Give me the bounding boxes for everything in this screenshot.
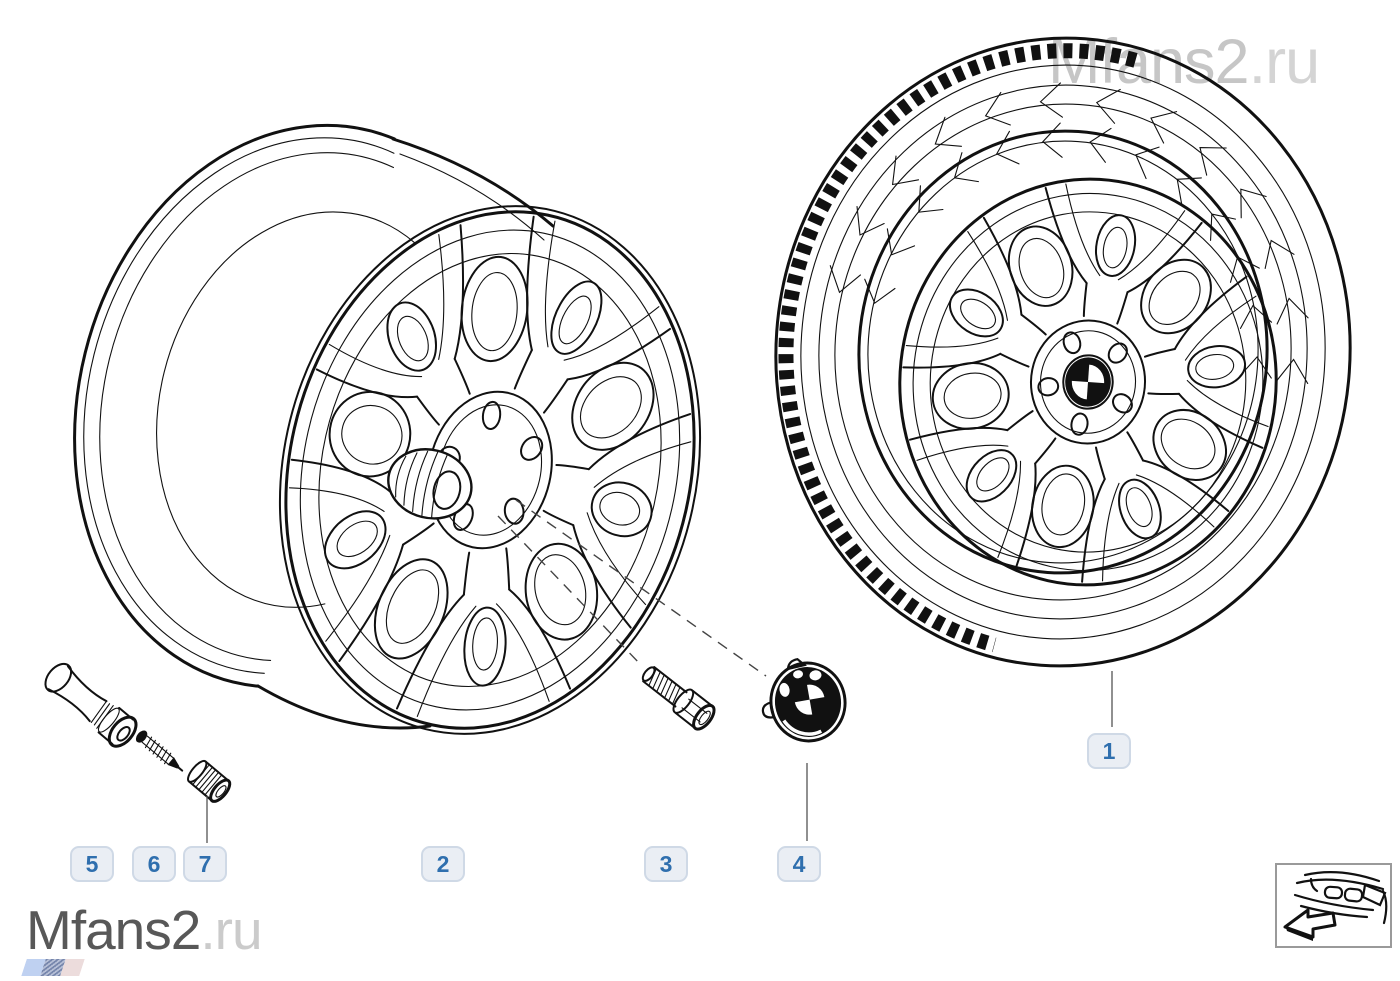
valve-core-drawing bbox=[135, 730, 187, 776]
callout-3[interactable]: 3 bbox=[644, 846, 688, 882]
callout-7[interactable]: 7 bbox=[183, 846, 227, 882]
direction-arrow-icon bbox=[1283, 908, 1337, 939]
watermark-suffix: .ru bbox=[1248, 27, 1321, 97]
tire-tread bbox=[755, 19, 1371, 686]
valve-stem-drawing bbox=[40, 658, 142, 751]
wheel-bolt-drawing bbox=[637, 661, 718, 733]
callout-6[interactable]: 6 bbox=[132, 846, 176, 882]
hub-cap-drawing bbox=[761, 658, 851, 748]
valve-cap-drawing bbox=[185, 758, 233, 804]
car-front-thumbnail-icon bbox=[1283, 871, 1388, 941]
m-stripes-flag-icon bbox=[21, 959, 85, 976]
arrow-shadow bbox=[1286, 928, 1313, 941]
bmw-roundel-icon bbox=[1062, 354, 1115, 411]
wheel-barrel bbox=[17, 77, 439, 699]
callout-1[interactable]: 1 bbox=[1087, 733, 1131, 769]
hub-bore bbox=[387, 448, 473, 520]
rim-face-left bbox=[157, 81, 823, 859]
alloy-wheel-drawing bbox=[17, 77, 823, 859]
callout-5[interactable]: 5 bbox=[70, 846, 114, 882]
leader-line-dashed-bolt bbox=[497, 515, 643, 667]
car-overview-thumbnail[interactable] bbox=[1275, 863, 1392, 948]
rim-face-right bbox=[857, 138, 1318, 626]
watermark-brand: Mfans2 bbox=[26, 899, 201, 961]
callout-2[interactable]: 2 bbox=[421, 846, 465, 882]
leader-line-dashed-hubcap bbox=[515, 499, 767, 677]
wheel-with-tire-drawing bbox=[755, 19, 1371, 686]
watermark-bottom-left: Mfans2.ru bbox=[26, 898, 263, 962]
watermark-suffix: .ru bbox=[200, 899, 262, 961]
callout-4[interactable]: 4 bbox=[777, 846, 821, 882]
